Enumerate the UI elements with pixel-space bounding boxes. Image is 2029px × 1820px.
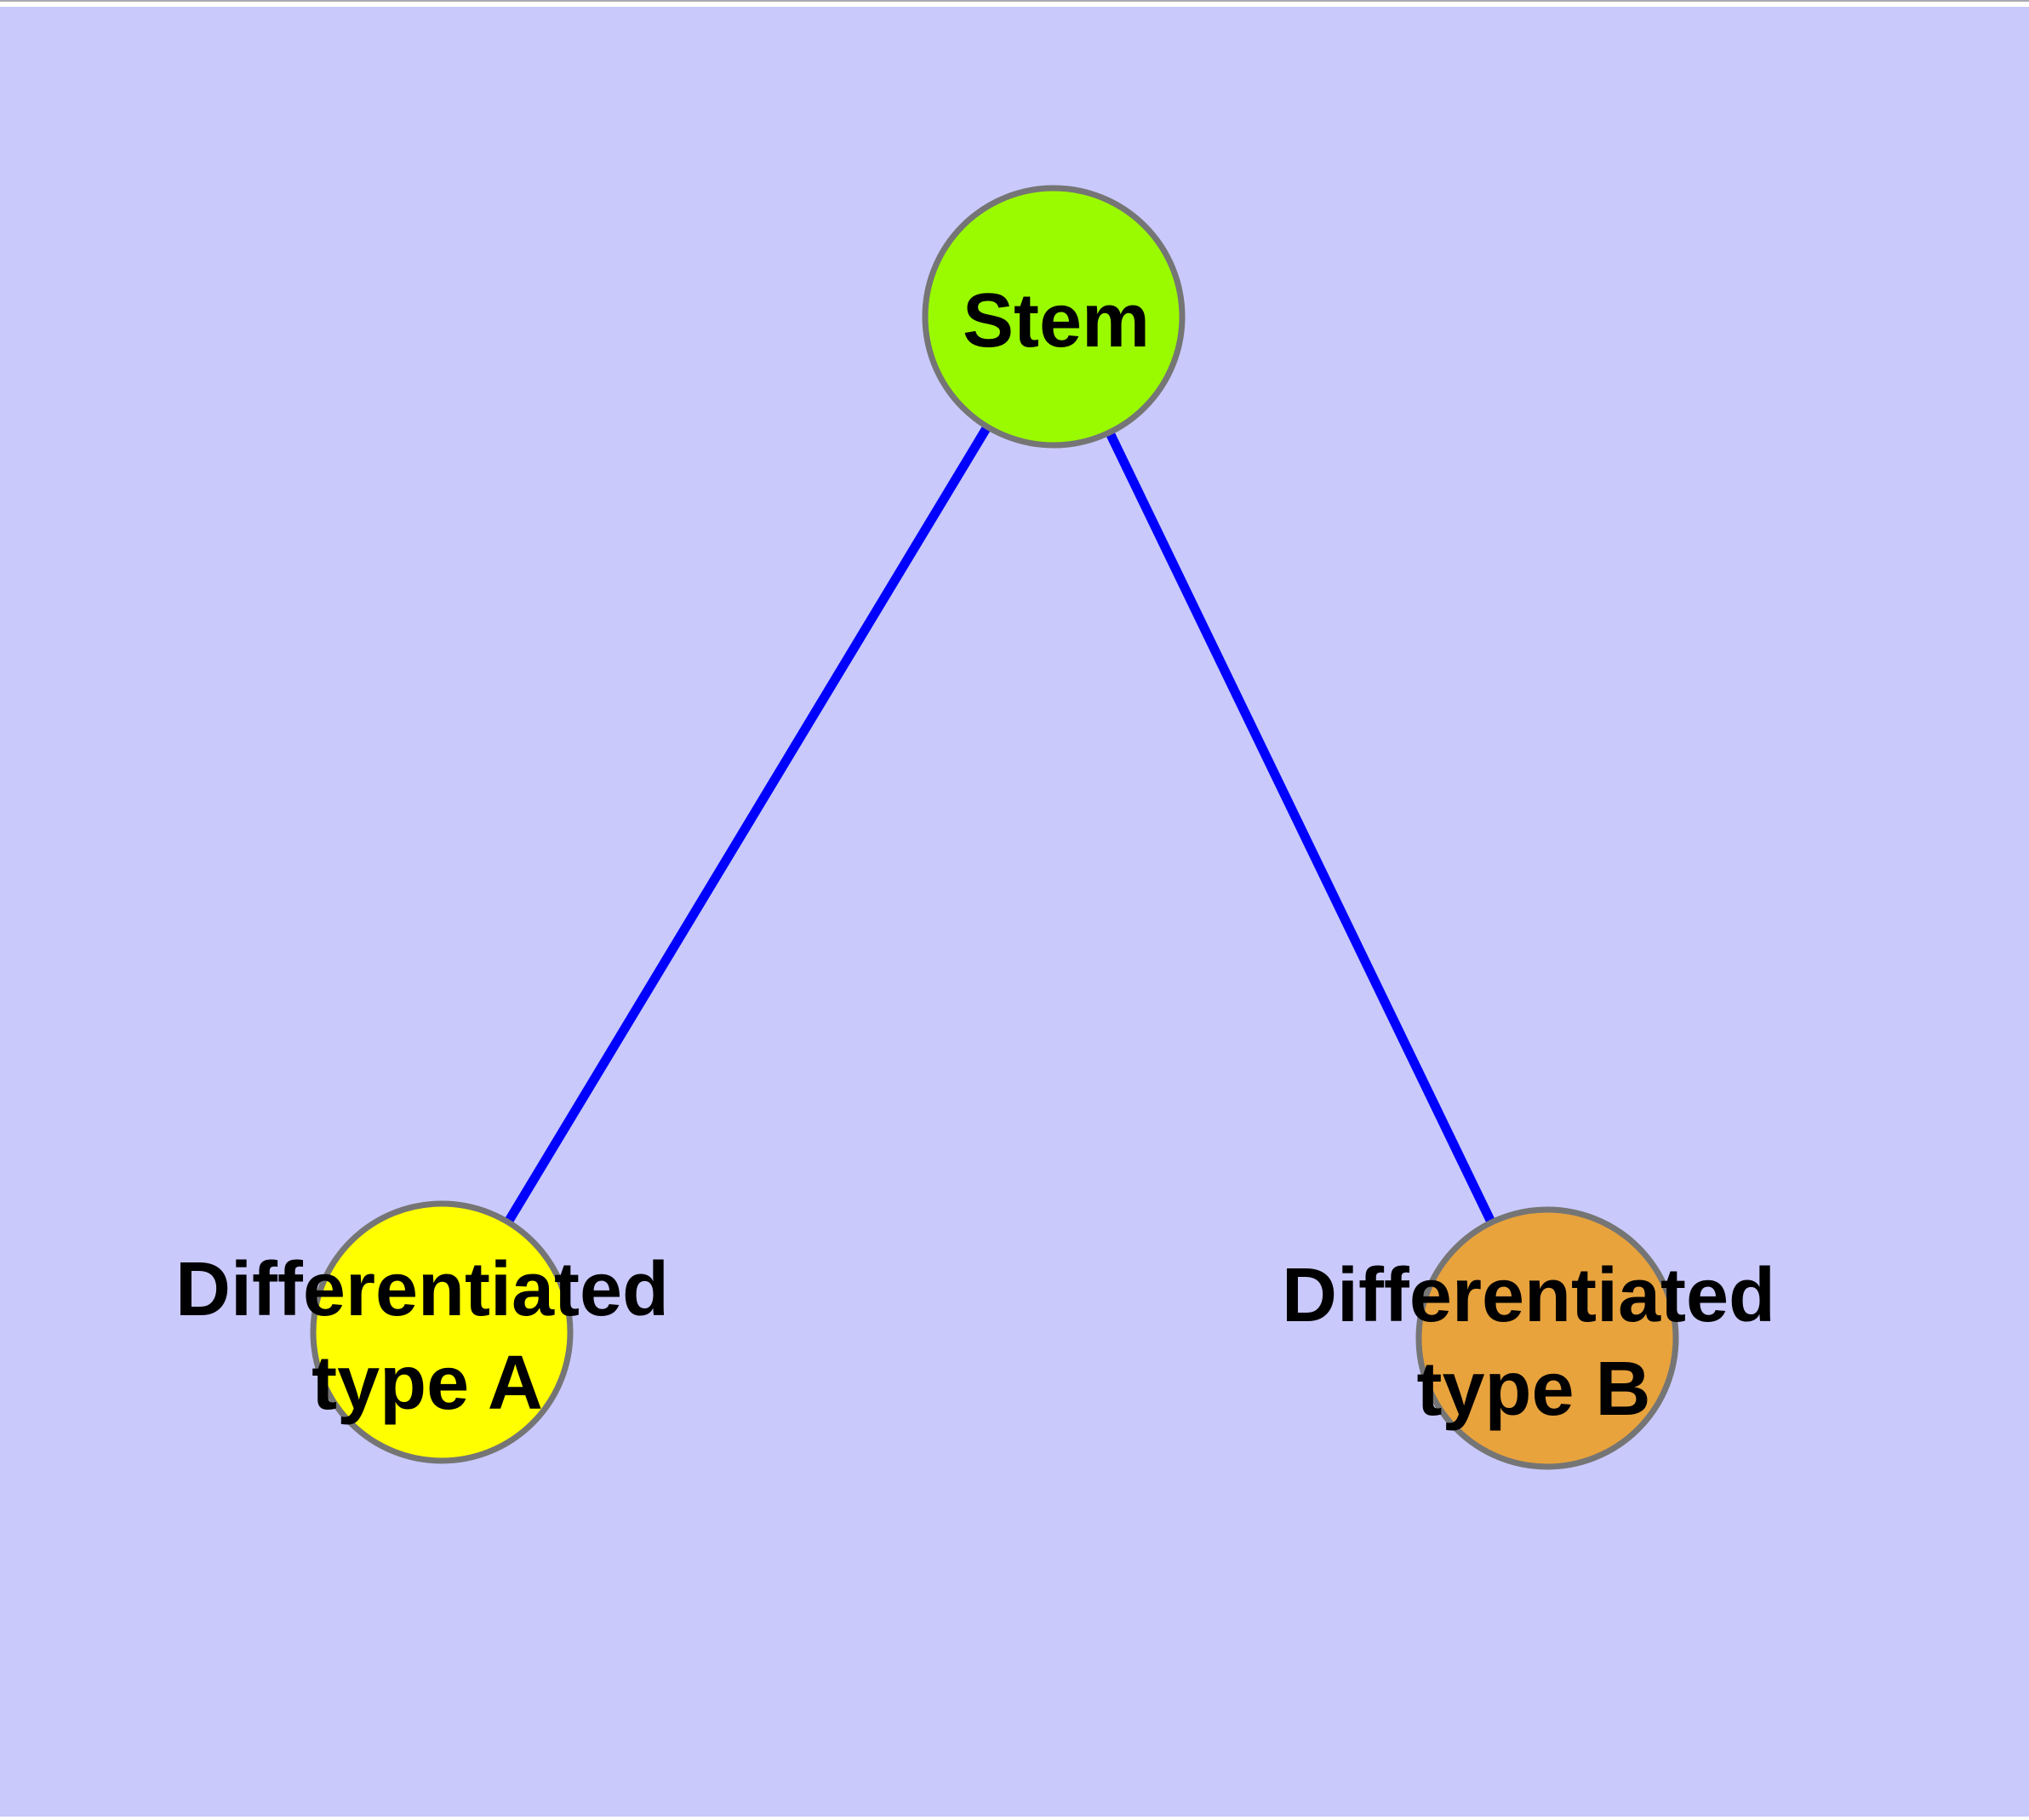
type-b-node-label-line2: type B (1416, 1347, 1650, 1432)
frame-top-strip (0, 0, 2029, 7)
edge-stem-to-type-b (1049, 314, 1552, 1341)
node-differentiated-type-a (310, 1200, 574, 1464)
type-a-node-label-line2: type A (311, 1341, 543, 1426)
node-stem (922, 185, 1186, 449)
type-a-node-label-line1: Differentiated (175, 1247, 669, 1332)
stem-node-label: Stem (963, 278, 1150, 363)
type-b-node-label-line1: Differentiated (1282, 1253, 1775, 1338)
edge-stem-to-type-a (437, 314, 1058, 1335)
frame-bottom-strip (0, 1817, 2029, 1820)
node-differentiated-type-b (1415, 1206, 1679, 1470)
frame-top-line (0, 0, 2029, 2)
